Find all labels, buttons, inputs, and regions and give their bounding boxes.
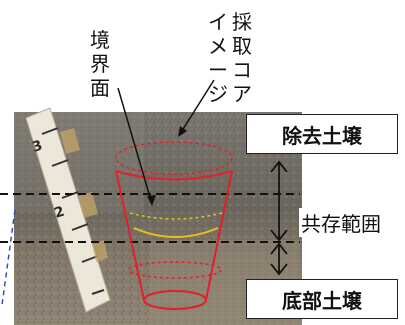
boundary-char-3: 面 [90, 76, 110, 100]
boundary-band [129, 212, 223, 238]
boundary-pointer [117, 87, 153, 205]
core-image-pointer [179, 79, 215, 135]
image-char-2: メ [208, 34, 228, 58]
core-image-label-col1: 採 取 コ ア [230, 10, 254, 106]
core-image-label-col2: イ メ ー ジ [206, 10, 230, 106]
svg-text:2: 2 [52, 204, 66, 222]
boundary-char-1: 境 [90, 28, 110, 52]
boundary-surface-label: 境 界 面 [88, 28, 112, 100]
core-sample-outline [115, 141, 233, 310]
image-char-1: イ [208, 10, 228, 34]
core-char-4: ア [232, 82, 252, 106]
removed-soil-label: 除去土壌 [246, 114, 398, 154]
bottom-soil-label: 底部土壌 [246, 279, 398, 319]
boundary-char-2: 界 [90, 52, 110, 76]
core-char-2: 取 [232, 34, 252, 58]
coexistence-arrow [270, 160, 288, 276]
svg-text:3: 3 [30, 138, 44, 156]
measuring-ruler: 3 2 [25, 107, 111, 313]
core-char-3: コ [232, 58, 252, 82]
image-char-4: ジ [208, 82, 228, 106]
core-char-1: 採 [232, 10, 252, 34]
coexistence-range-label: 共存範囲 [299, 208, 383, 237]
image-char-3: ー [208, 58, 228, 82]
blue-dashed-line [1, 209, 16, 306]
